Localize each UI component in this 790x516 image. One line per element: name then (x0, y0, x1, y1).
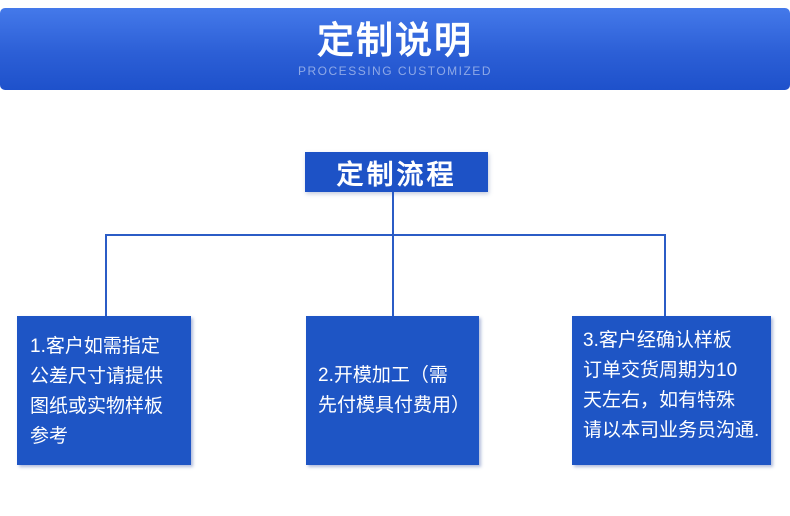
flow-title-box: 定制流程 (305, 152, 488, 192)
page-title: 定制说明 (317, 20, 473, 61)
page-subtitle: PROCESSING CUSTOMIZED (298, 64, 492, 78)
step-1-text-line: 图纸或实物样板 (30, 396, 164, 417)
step-3-text-line: 天左右，如有特殊 (583, 390, 736, 411)
flow-step-2: 2.开模加工（需 先付模具付费用） (306, 316, 479, 465)
step-1-text-line: 1.客户如需指定 (30, 336, 160, 357)
connector-vertical-left (105, 234, 107, 316)
step-2-text-line: 先付模具付费用） (318, 394, 471, 416)
step-2-text-line: 2.开模加工（需 (318, 364, 448, 386)
connector-vertical-middle (392, 234, 394, 316)
step-3-text-line: 3.客户经确认样板 (583, 330, 732, 351)
flow-title-label: 定制流程 (336, 159, 457, 190)
step-1-text-line: 参考 (30, 426, 69, 447)
connector-vertical-right (664, 234, 666, 316)
step-3-text-line: 请以本司业务员沟通. (583, 420, 760, 441)
connector-vertical-top (392, 192, 394, 234)
step-1-text-line: 公差尺寸请提供 (30, 366, 164, 387)
flow-step-1: 1.客户如需指定 公差尺寸请提供 图纸或实物样板 参考 (17, 316, 191, 465)
step-3-text-line: 订单交货周期为10 (583, 360, 738, 381)
flow-step-3: 3.客户经确认样板 订单交货周期为10 天左右，如有特殊 请以本司业务员沟通. (572, 316, 771, 465)
header-banner: 定制说明 PROCESSING CUSTOMIZED (0, 8, 790, 90)
connector-horizontal-rail (105, 234, 666, 236)
